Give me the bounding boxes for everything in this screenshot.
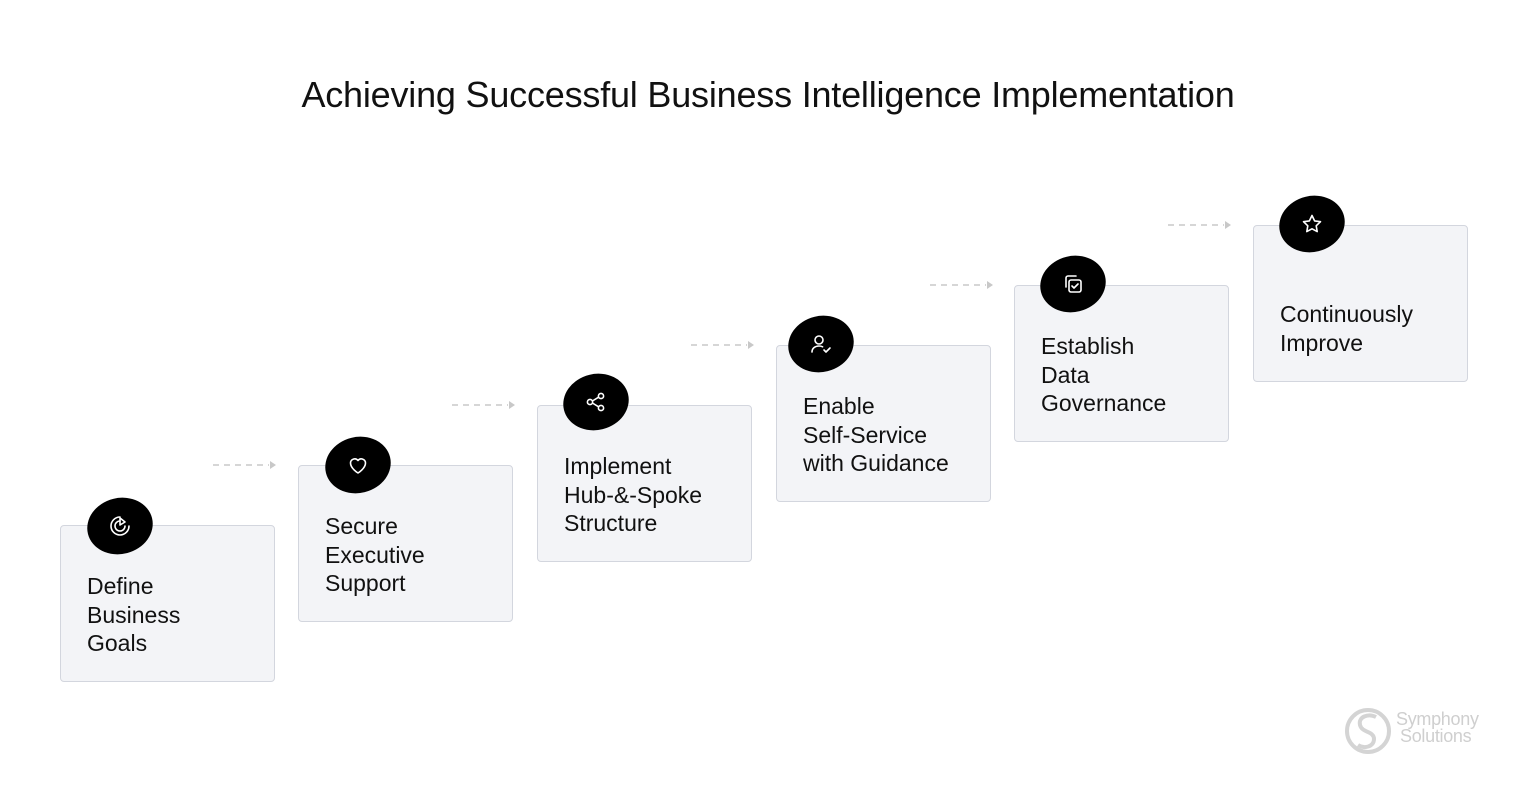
step-card-define-business-goals: Define Business Goals [60, 525, 275, 682]
diagram-title: Achieving Successful Business Intelligen… [301, 74, 1235, 115]
logo-mark-icon [1345, 708, 1391, 754]
dashed-arrow [1168, 221, 1231, 229]
step-card-implement-hub-and-spoke: Implement Hub-&-Spoke Structure [537, 405, 752, 562]
step-label: Establish Data Governance [1041, 333, 1167, 416]
user-check-icon [811, 335, 831, 353]
dashed-arrow [930, 281, 993, 289]
target-play-icon [110, 516, 130, 536]
symphony-solutions-logo: Symphony Solutions [1344, 705, 1504, 757]
dashed-arrow [452, 401, 515, 409]
step-badge [319, 429, 397, 501]
share-nodes-icon [586, 392, 605, 412]
step-badge [782, 308, 860, 380]
step-label: Secure Executive Support [325, 513, 425, 596]
copy-check-icon [1065, 275, 1082, 293]
step-badge [81, 490, 159, 562]
step-card-establish-data-governance: Establish Data Governance [1014, 285, 1229, 442]
step-label: Enable Self-Service with Guidance [803, 393, 949, 476]
logo-line-2: Solutions [1400, 726, 1472, 746]
star-icon [1302, 214, 1322, 233]
step-card-continuously-improve: Continuously Improve [1253, 225, 1468, 382]
logo-line-1: Symphony [1396, 709, 1479, 729]
step-badge [1273, 188, 1351, 260]
dashed-arrow [213, 461, 276, 469]
dashed-arrow [691, 341, 754, 349]
step-badge [1034, 248, 1112, 320]
heart-icon [349, 458, 367, 474]
step-label: Implement Hub-&-Spoke Structure [564, 453, 703, 536]
step-label: Define Business Goals [87, 573, 181, 656]
step-badge [557, 366, 635, 438]
step-label: Continuously Improve [1280, 301, 1413, 356]
step-card-secure-executive-support: Secure Executive Support [298, 465, 513, 622]
